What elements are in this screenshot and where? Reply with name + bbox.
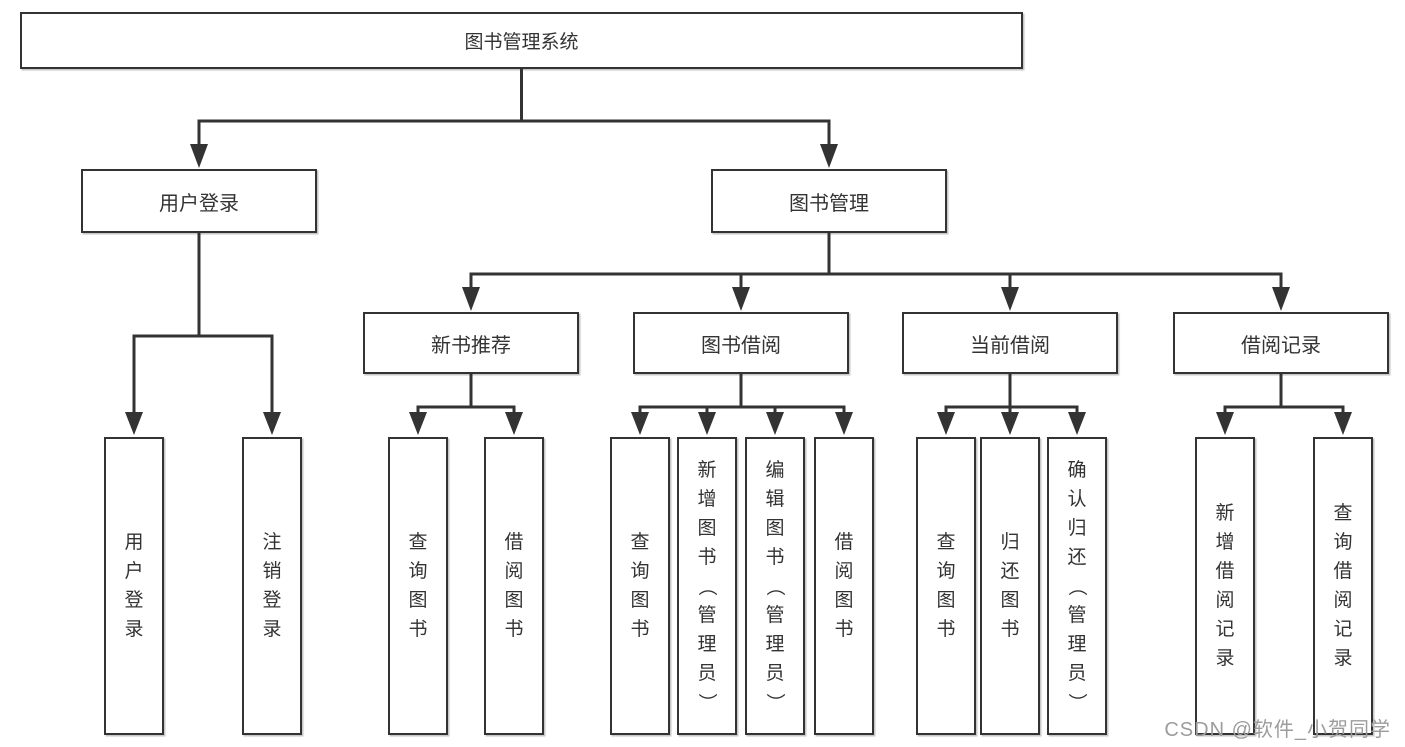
edge-records-split	[1223, 374, 1345, 420]
node-user-login: 用户登录	[81, 169, 317, 233]
leaf-label: 注销登录	[262, 532, 282, 640]
arrowhead	[766, 412, 784, 435]
edge-bookborrow-split	[638, 374, 846, 420]
arrowhead	[505, 412, 523, 435]
arrowhead	[1001, 412, 1019, 435]
leaf-label: 查询图书	[408, 532, 428, 640]
node-label: 图书管理	[789, 192, 869, 215]
node-label: 用户登录	[159, 192, 239, 215]
leaf-add-borrow-record: 新增借阅记录	[1195, 437, 1255, 735]
arrowhead	[631, 412, 649, 435]
leaf-label: 新增借阅记录	[1215, 503, 1235, 669]
node-borrow-records: 借阅记录	[1173, 312, 1389, 374]
arrowhead	[409, 412, 427, 435]
node-current-borrow: 当前借阅	[902, 312, 1118, 374]
leaf-label: 编辑图书（管理员）	[764, 459, 786, 712]
node-book-borrow: 图书借阅	[633, 312, 849, 374]
leaf-label: 借阅图书	[504, 532, 524, 640]
edge-currentborrow-split	[944, 374, 1079, 420]
arrowhead	[462, 287, 480, 311]
node-label: 新书推荐	[431, 334, 511, 357]
leaf-borrow-books-recommend: 借阅图书	[484, 437, 544, 735]
leaf-label: 确认归还（管理员）	[1066, 459, 1088, 712]
leaf-label: 查询借阅记录	[1333, 503, 1353, 669]
leaf-user-login: 用户登录	[104, 437, 164, 735]
arrowhead	[1334, 412, 1352, 435]
arrowhead	[1001, 287, 1019, 311]
leaf-label: 查询图书	[936, 532, 956, 640]
leaf-edit-book-admin: 编辑图书（管理员）	[745, 437, 805, 735]
node-label: 图书管理系统	[464, 32, 579, 53]
leaf-query-books-borrow: 查询图书	[610, 437, 670, 735]
arrowhead	[732, 287, 750, 311]
leaf-confirm-return-admin: 确认归还（管理员）	[1047, 437, 1107, 735]
arrowhead	[937, 412, 955, 435]
leaf-label: 查询图书	[630, 532, 650, 640]
arrowhead	[1216, 412, 1234, 435]
leaf-query-books-recommend: 查询图书	[388, 437, 448, 735]
leaf-return-books: 归还图书	[980, 437, 1040, 735]
leaf-label: 借阅图书	[834, 532, 854, 640]
edge-bookmgmt-split	[469, 233, 1283, 292]
arrowhead	[190, 144, 208, 168]
leaf-borrow-books: 借阅图书	[814, 437, 874, 735]
leaf-label: 归还图书	[1000, 532, 1020, 640]
node-label: 图书借阅	[701, 334, 781, 357]
node-new-book-recommend: 新书推荐	[363, 312, 579, 374]
node-label: 借阅记录	[1241, 334, 1321, 357]
leaf-logout: 注销登录	[242, 437, 302, 735]
leaf-query-books-current: 查询图书	[916, 437, 976, 735]
edge-userlogin-split	[132, 233, 274, 418]
arrowhead	[125, 412, 143, 435]
edge-newbooks-split	[416, 374, 516, 420]
arrowhead	[820, 144, 838, 168]
arrowhead	[698, 412, 716, 435]
arrowhead	[835, 412, 853, 435]
leaf-add-book-admin: 新增图书（管理员）	[677, 437, 737, 735]
csdn-watermark: CSDN @软件_小贺同学	[1164, 719, 1391, 741]
arrowhead	[263, 412, 281, 435]
node-library-management-system: 图书管理系统	[20, 12, 1023, 69]
edge-root-split	[197, 69, 831, 150]
leaf-label: 用户登录	[124, 532, 144, 640]
leaf-label: 新增图书（管理员）	[696, 459, 718, 712]
leaf-query-borrow-record: 查询借阅记录	[1313, 437, 1373, 735]
node-book-management: 图书管理	[711, 169, 947, 233]
node-label: 当前借阅	[970, 334, 1050, 357]
arrowhead	[1272, 287, 1290, 311]
arrowhead	[1068, 412, 1086, 435]
